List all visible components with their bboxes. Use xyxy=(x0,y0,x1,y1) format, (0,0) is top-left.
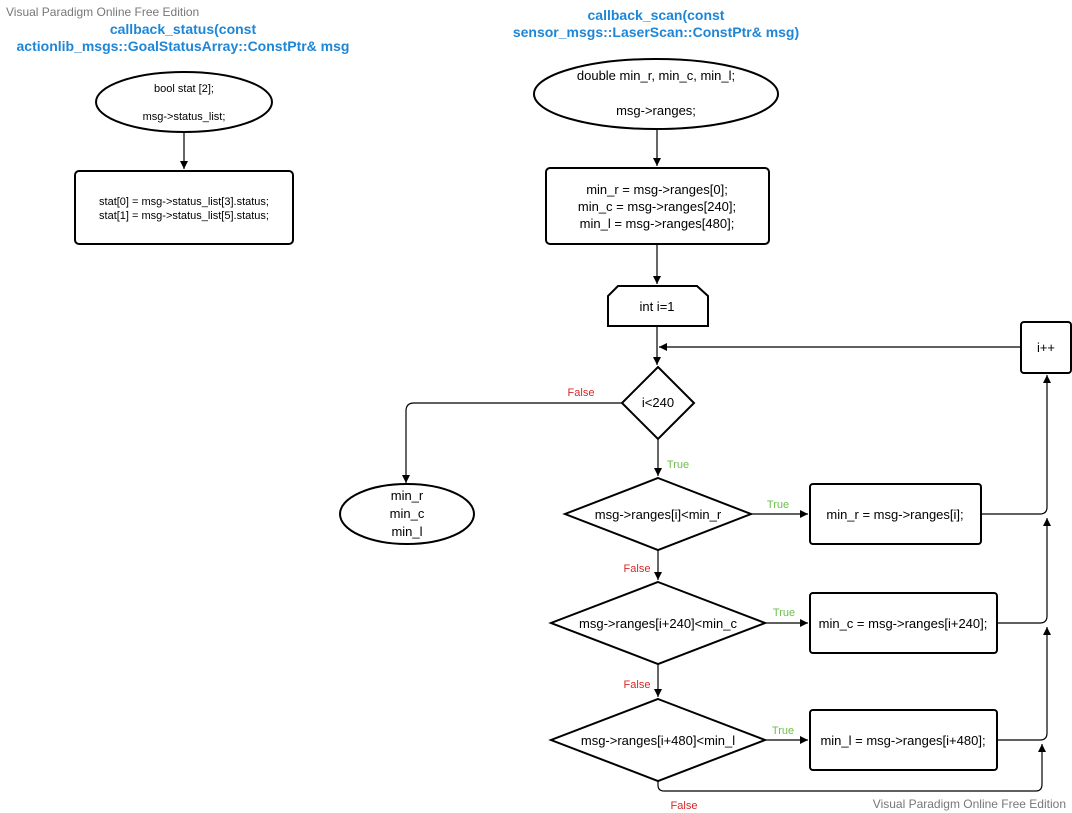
condition-l-text: msg->ranges[i+480]<min_l xyxy=(581,733,735,748)
status-start-text-line1: bool stat [2]; xyxy=(154,83,214,95)
label-c-false: False xyxy=(624,679,651,691)
watermark-top: Visual Paradigm Online Free Edition xyxy=(6,5,199,19)
loop-init-text: int i=1 xyxy=(639,299,674,314)
condition-c-text: msg->ranges[i+240]<min_c xyxy=(579,616,737,631)
edge-assign-r-to-increment xyxy=(981,375,1051,515)
label-c-true: True xyxy=(773,607,795,619)
label-r-false: False xyxy=(624,563,651,575)
scan-end-text-line2: min_c xyxy=(390,506,425,521)
assign-l-text: min_l = msg->ranges[i+480]; xyxy=(820,733,985,748)
loop-condition-text: i<240 xyxy=(642,395,674,410)
scan-init-text-line2: min_c = msg->ranges[240]; xyxy=(578,199,736,214)
increment-text: i++ xyxy=(1037,340,1055,355)
loop-init-node xyxy=(607,285,709,327)
scan-start-text-line2: msg->ranges; xyxy=(616,103,696,118)
scan-init-text-line3: min_l = msg->ranges[480]; xyxy=(580,216,735,231)
assign-c-text: min_c = msg->ranges[i+240]; xyxy=(819,616,988,631)
callback-scan-title-line1: callback_scan(const xyxy=(588,7,725,23)
status-process-node xyxy=(74,170,294,245)
watermark-bottom: Visual Paradigm Online Free Edition xyxy=(873,797,1066,811)
callback-scan-title-line2: sensor_msgs::LaserScan::ConstPtr& msg) xyxy=(513,24,799,40)
status-start-node xyxy=(95,71,273,133)
assign-r-text: min_r = msg->ranges[i]; xyxy=(826,507,963,522)
scan-start-text-line1: double min_r, min_c, min_l; xyxy=(577,68,735,83)
scan-end-text-line1: min_r xyxy=(391,488,424,503)
scan-end-node xyxy=(339,483,475,545)
scan-start-node xyxy=(533,58,779,130)
scan-end-text-line3: min_l xyxy=(391,524,422,539)
label-loop-false: False xyxy=(568,387,595,399)
status-process-text-line1: stat[0] = msg->status_list[3].status; xyxy=(99,196,269,208)
edge-cond-l-false-to-increment xyxy=(657,744,1046,792)
callback-status-title-line2: actionlib_msgs::GoalStatusArray::ConstPt… xyxy=(17,38,350,54)
scan-init-text-line1: min_r = msg->ranges[0]; xyxy=(586,182,728,197)
label-l-false: False xyxy=(671,800,698,812)
label-l-true: True xyxy=(772,725,794,737)
edge-loop-false-to-end xyxy=(402,402,622,483)
edge-assign-c-to-increment xyxy=(997,518,1051,624)
label-r-true: True xyxy=(767,499,789,511)
condition-r-text: msg->ranges[i]<min_r xyxy=(595,507,722,522)
edge-assign-l-to-increment xyxy=(997,627,1051,741)
label-loop-true: True xyxy=(667,459,689,471)
status-process-text-line2: stat[1] = msg->status_list[5].status; xyxy=(99,210,269,222)
callback-status-title-line1: callback_status(const xyxy=(110,21,257,37)
status-start-text-line2: msg->status_list; xyxy=(143,111,226,123)
